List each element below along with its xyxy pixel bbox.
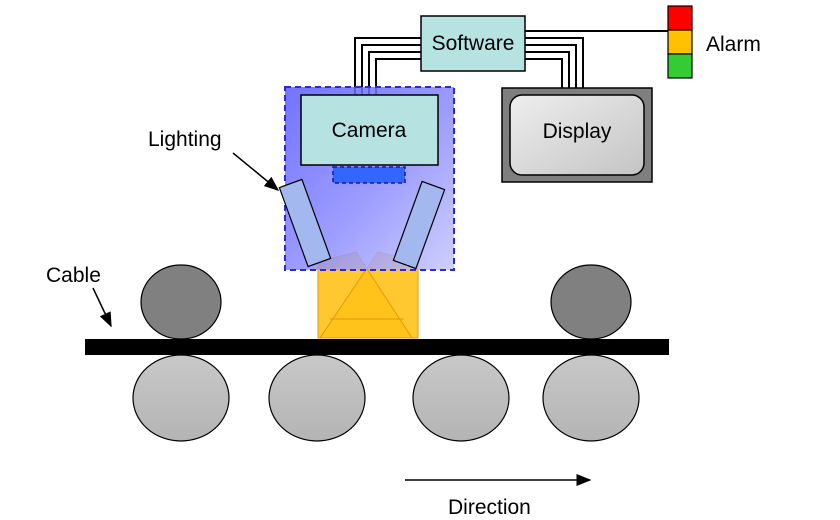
direction-label: Direction: [448, 496, 531, 519]
camera-box: Camera: [300, 94, 439, 166]
software-box: Software: [420, 15, 526, 72]
lower-roller-2: [268, 354, 366, 442]
lighting-label: Lighting: [148, 128, 222, 151]
cable-label: Cable: [46, 264, 101, 287]
upper-roller-left: [140, 264, 222, 340]
alarm-label: Alarm: [706, 33, 761, 56]
lower-roller-1: [132, 354, 230, 442]
right-light-unit: [392, 180, 446, 270]
lighting-pointer-arrow: [232, 152, 280, 191]
cable-pointer-arrow: [92, 287, 112, 328]
cable-bar: [85, 339, 669, 355]
alarm-green-light: [667, 53, 693, 79]
camera-lens: [332, 166, 406, 184]
lower-roller-4: [542, 354, 640, 442]
software-label: Software: [432, 32, 515, 55]
camera-label: Camera: [332, 119, 407, 142]
software-display-wires: [525, 37, 584, 88]
display-monitor: Display: [501, 87, 653, 183]
software-camera-wires: [354, 37, 421, 95]
upper-roller-right: [550, 264, 632, 340]
light-beams: [317, 251, 419, 339]
alarm-amber-light: [667, 29, 693, 55]
alarm-red-light: [667, 5, 693, 31]
left-light-unit: [278, 178, 332, 268]
alarm-light-tower: [667, 5, 693, 79]
lower-roller-3: [412, 354, 510, 442]
display-label: Display: [543, 120, 612, 143]
